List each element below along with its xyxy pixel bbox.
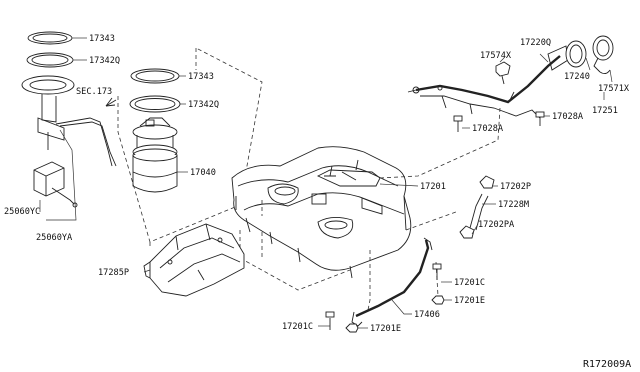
label-17201: 17201 xyxy=(420,182,446,192)
label-17574x: 17574X xyxy=(480,51,512,61)
label-17202pa: 17202PA xyxy=(478,220,515,230)
label-17343-left: 17343 xyxy=(89,34,115,44)
label-17228m: 17228M xyxy=(498,200,529,210)
label-17028a-right: 17028A xyxy=(552,112,584,122)
clip-17574x-icon xyxy=(495,61,511,85)
label-17220q: 17220Q xyxy=(520,38,551,48)
label-17251: 17251 xyxy=(592,106,618,116)
bolt-17028a-left-icon xyxy=(453,115,463,132)
label-17342q-center: 17342Q xyxy=(188,100,219,110)
center-gasket-17343 xyxy=(130,68,180,84)
diagram-reference-id: R172009A xyxy=(583,359,631,370)
label-17201e-right: 17201E xyxy=(454,296,485,306)
sender-unit-25060yc xyxy=(33,161,78,208)
sec173-arrow-icon xyxy=(105,97,117,107)
label-17201c-right: 17201C xyxy=(454,278,485,288)
label-17343-center: 17343 xyxy=(188,72,214,82)
label-25060yc: 25060YC xyxy=(4,207,40,217)
left-gasket-17343 xyxy=(27,31,73,45)
label-17285p: 17285P xyxy=(98,268,129,278)
fuel-cap-17251 xyxy=(592,35,614,73)
fuel-pump-17040 xyxy=(132,117,178,193)
label-17201c-bottom: 17201C xyxy=(282,322,313,332)
nut-17201e-bottom-icon xyxy=(345,323,359,333)
label-17571x: 17571X xyxy=(598,84,630,94)
filler-hose-17228m xyxy=(469,193,489,231)
fuel-tank-17201 xyxy=(231,146,412,279)
tether-17571x xyxy=(599,69,611,75)
clamp-17202pa-icon xyxy=(459,225,475,239)
center-seal-17342q xyxy=(129,95,181,113)
label-17342q-left: 17342Q xyxy=(89,56,120,66)
label-17406: 17406 xyxy=(414,310,440,320)
label-sec173: SEC.173 xyxy=(76,87,112,97)
part-labels: 17343 17342Q SEC.173 25060YC 25060YA 173… xyxy=(4,34,631,370)
filler-ring-17240 xyxy=(565,40,587,68)
left-pump-bracket xyxy=(21,75,117,167)
filler-tube-17220q xyxy=(407,45,569,119)
heat-shield-17285p xyxy=(143,223,245,297)
nut-17201e-right-icon xyxy=(431,295,445,305)
label-17240: 17240 xyxy=(564,72,590,82)
label-25060ya: 25060YA xyxy=(36,233,73,243)
clamp-17202p-icon xyxy=(479,175,495,189)
label-17040: 17040 xyxy=(190,168,216,178)
label-17202p: 17202P xyxy=(500,182,531,192)
bolt-17201c-right-icon xyxy=(432,263,442,280)
label-17201e-bottom: 17201E xyxy=(370,324,401,334)
bolt-17028a-right-icon xyxy=(535,111,545,126)
label-17028a-left: 17028A xyxy=(472,124,504,134)
leader-lines xyxy=(72,37,613,329)
bolt-17201c-bottom-icon xyxy=(325,311,335,330)
left-seal-17342q xyxy=(26,52,74,68)
